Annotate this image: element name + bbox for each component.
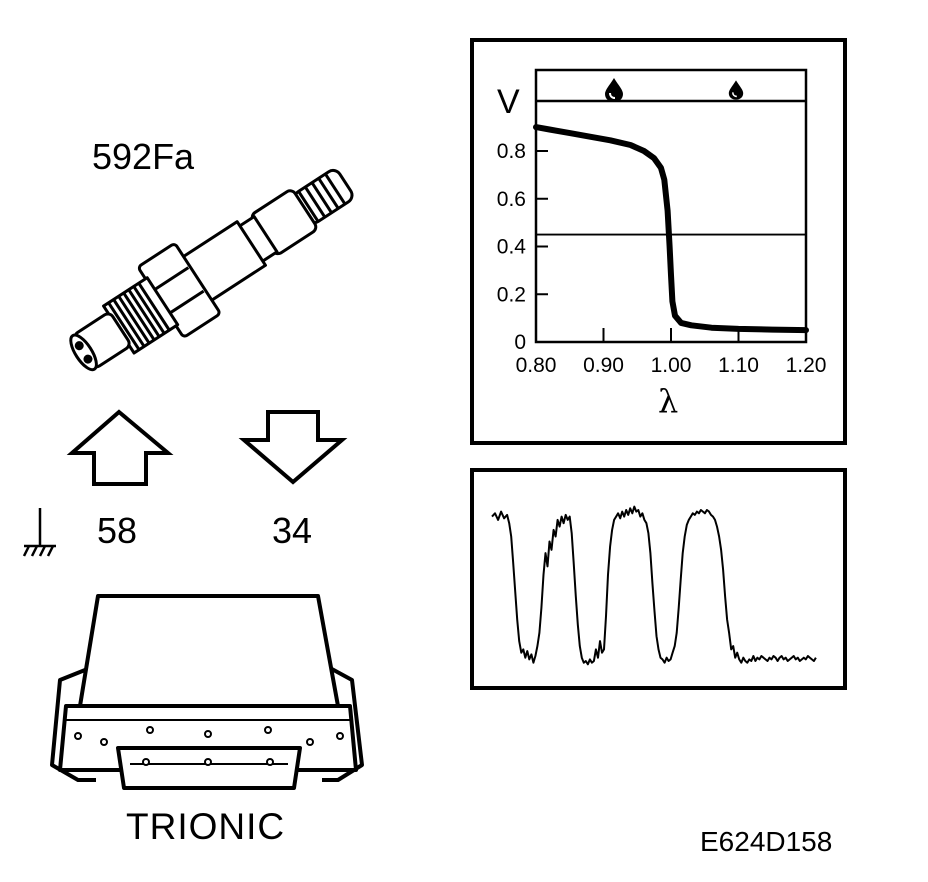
- ground-symbol-icon: [22, 508, 56, 557]
- x-tick-label: 1.10: [718, 354, 759, 377]
- x-tick-label: 0.90: [583, 354, 624, 377]
- y-tick-label: 0.4: [497, 236, 527, 259]
- y-tick-label: 0.2: [497, 283, 526, 306]
- ground-pin-number: 58: [97, 510, 138, 551]
- x-axis-label: λ: [658, 382, 678, 420]
- fuel-drop-icon: [605, 78, 623, 102]
- signal-pin-number: 34: [272, 510, 313, 551]
- sensor-signal-trace: [491, 505, 817, 666]
- ecu-label: TRIONIC: [126, 806, 286, 847]
- arrow-up-icon: [66, 409, 174, 486]
- lambda-sensor-illustration: [69, 168, 354, 372]
- y-tick-label: 0.8: [497, 140, 526, 163]
- sensor-part-label: 592Fa: [92, 136, 195, 177]
- figure-code: E624D158: [700, 826, 833, 857]
- x-tick-label: 1.00: [651, 354, 692, 377]
- ecu-illustration: [50, 594, 364, 790]
- x-tick-label: 1.20: [786, 354, 827, 377]
- y-tick-label: 0.6: [497, 188, 526, 211]
- y-axis-label: V: [497, 83, 520, 121]
- lambda-voltage-curve: [533, 124, 809, 334]
- lambda-chart-frame: [470, 38, 847, 445]
- x-tick-label: 0.80: [516, 354, 557, 377]
- arrow-down-icon: [238, 410, 348, 485]
- y-tick-label: 0: [514, 331, 526, 354]
- fuel-drop-icon: [728, 80, 744, 100]
- signal-trace-frame: [470, 468, 847, 690]
